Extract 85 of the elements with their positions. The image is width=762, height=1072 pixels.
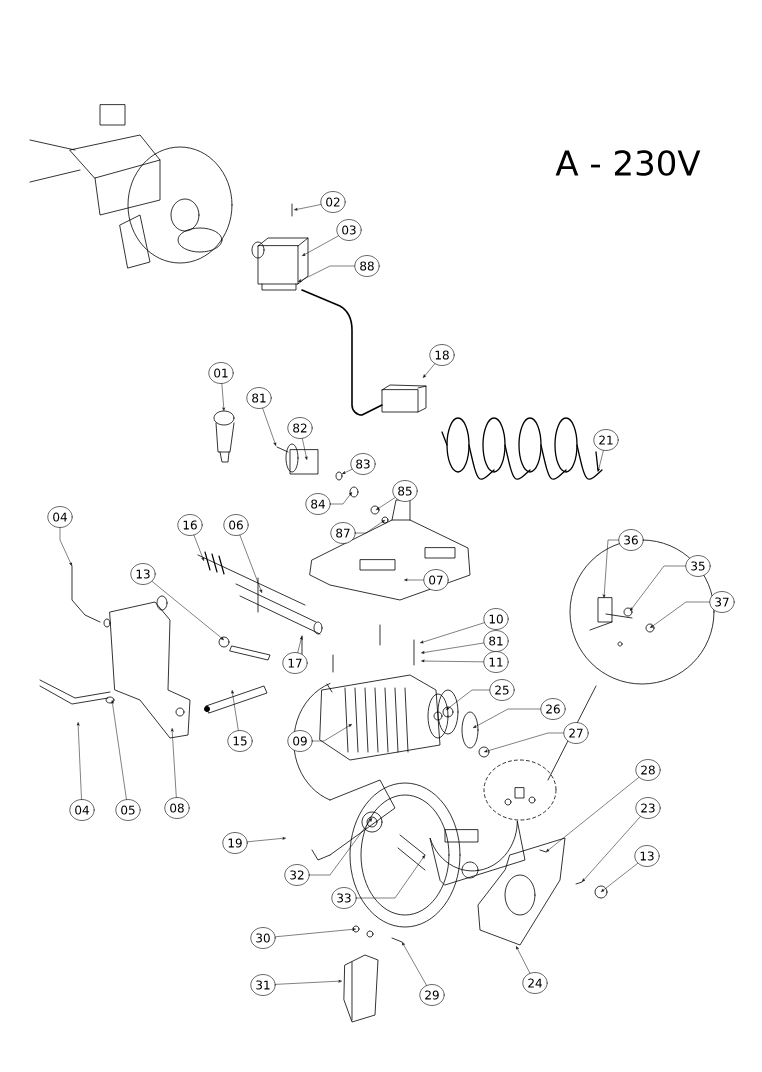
leader-line xyxy=(421,642,484,654)
callout-number: 08 xyxy=(164,797,190,819)
leader-line xyxy=(231,690,239,731)
callout-number: 85 xyxy=(392,480,418,502)
leader-line xyxy=(275,928,356,938)
leader-line xyxy=(302,438,308,460)
leader-line xyxy=(603,539,619,598)
leader-line xyxy=(302,235,339,256)
callout-number: 03 xyxy=(336,219,362,241)
callout-number: 09 xyxy=(287,730,313,752)
callout-number: 84 xyxy=(305,493,331,515)
leader-line xyxy=(356,855,425,899)
leader-line xyxy=(516,946,531,974)
leader-line xyxy=(376,497,396,510)
callout-number: 10 xyxy=(483,608,509,630)
callout-number: 82 xyxy=(287,417,313,439)
leader-line xyxy=(650,601,710,628)
callout-number: 15 xyxy=(227,730,253,752)
callout-number: 31 xyxy=(250,974,276,996)
leader-line xyxy=(473,708,541,728)
callout-number: 24 xyxy=(522,972,548,994)
leader-line xyxy=(355,520,385,534)
leader-line xyxy=(484,732,564,753)
leader-line xyxy=(171,728,177,798)
leader-line xyxy=(193,535,204,561)
callout-number: 26 xyxy=(540,698,566,720)
callout-number: 25 xyxy=(489,679,515,701)
callout-number: 83 xyxy=(350,453,376,475)
callout-number: 27 xyxy=(563,722,589,744)
leader-line xyxy=(59,527,72,566)
title: A - 230V xyxy=(555,150,701,176)
leader-line xyxy=(76,722,82,800)
leader-line xyxy=(546,777,640,852)
leader-line xyxy=(151,581,224,640)
leader-line xyxy=(342,468,353,474)
callout-number: 81 xyxy=(246,387,272,409)
callout-number: 11 xyxy=(483,651,509,673)
callout-number: 81 xyxy=(483,630,509,652)
leader-line xyxy=(275,980,342,985)
leader-line xyxy=(111,700,127,800)
leader-line xyxy=(330,492,352,505)
leader-line xyxy=(597,450,604,472)
callout-number: 02 xyxy=(320,191,346,213)
callout-number: 16 xyxy=(177,514,203,536)
callout-number: 13 xyxy=(634,845,660,867)
callout-number: 01 xyxy=(208,362,234,384)
leader-line xyxy=(247,837,286,843)
callout-number: 30 xyxy=(250,927,276,949)
leader-line xyxy=(309,818,372,876)
leader-line xyxy=(312,724,352,742)
callout-number: 13 xyxy=(130,563,156,585)
callout-number: 28 xyxy=(635,759,661,781)
callout-number: 19 xyxy=(222,832,248,854)
callout-number: 87 xyxy=(330,522,356,544)
callout-number: 07 xyxy=(423,569,449,591)
callout-number: 37 xyxy=(709,591,735,613)
callout-number: 05 xyxy=(115,799,141,821)
callout-number: 29 xyxy=(419,984,445,1006)
callout-number: 23 xyxy=(635,797,661,819)
callout-number: 17 xyxy=(282,652,308,674)
leader-line xyxy=(402,942,427,986)
leader-line xyxy=(421,659,484,663)
leader-line xyxy=(294,204,322,211)
callout-number: 06 xyxy=(223,514,249,536)
leader-line xyxy=(297,636,303,653)
leader-line xyxy=(404,578,424,582)
leader-line xyxy=(630,565,686,611)
leader-line xyxy=(262,408,277,446)
callout-number: 04 xyxy=(47,506,73,528)
leader-line xyxy=(420,622,485,644)
leader-line xyxy=(601,863,638,892)
leader-line xyxy=(582,816,641,882)
callout-number: 36 xyxy=(618,529,644,551)
callout-number: 33 xyxy=(331,887,357,909)
callout-number: 32 xyxy=(284,864,310,886)
leader-line xyxy=(423,363,435,378)
callout-number: 88 xyxy=(354,255,380,277)
leader-line xyxy=(239,535,262,593)
leader-line xyxy=(446,689,490,710)
leader-line xyxy=(221,383,225,411)
callout-number: 21 xyxy=(593,429,619,451)
callout-number: 18 xyxy=(429,344,455,366)
leader-line xyxy=(298,265,355,282)
callout-number: 35 xyxy=(685,555,711,577)
callout-number: 04 xyxy=(69,799,95,821)
